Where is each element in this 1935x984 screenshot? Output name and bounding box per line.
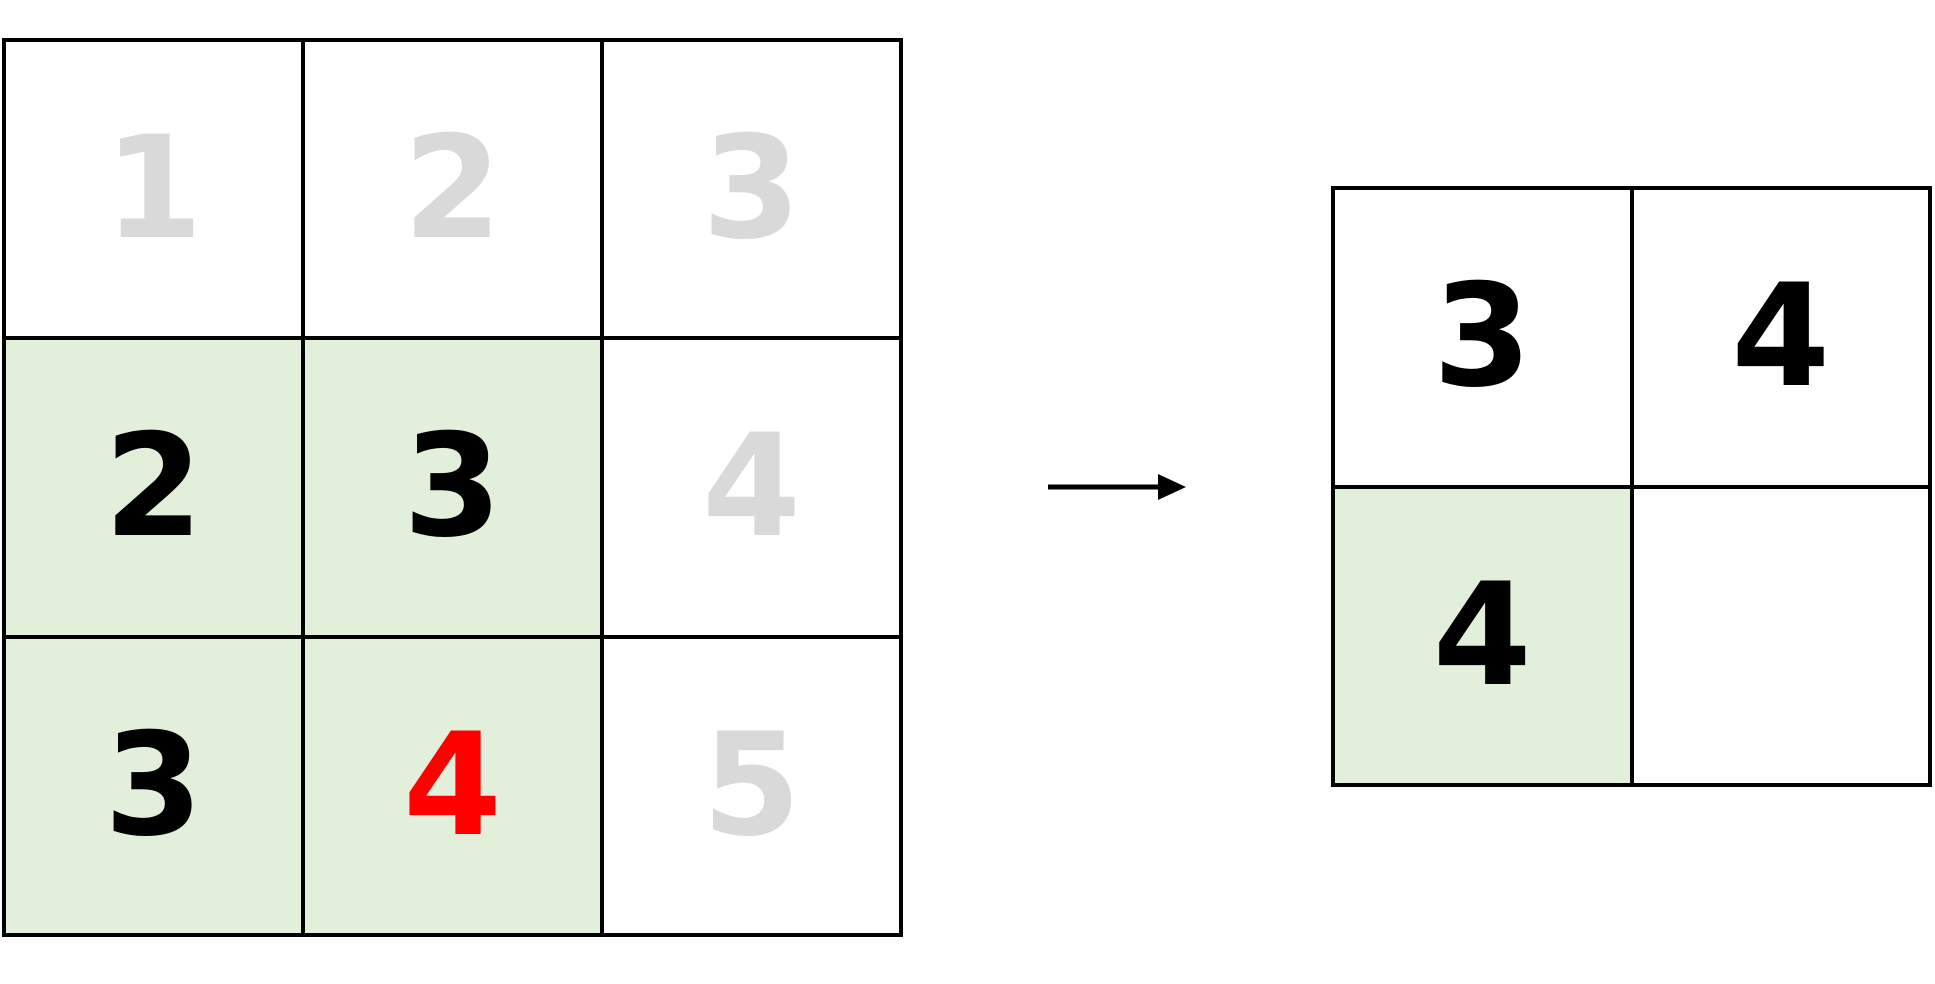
output-cell-r1-c2: 4 [1633,190,1928,485]
output-grid: 3 4 4 [1331,186,1932,787]
input-cell-r2-c3: 4 [604,340,899,635]
input-cell-r3-c3: 5 [604,638,899,933]
input-cell-r1-c3: 3 [604,42,899,337]
output-cell-r1-c1: 3 [1335,190,1630,485]
input-grid: 1 2 3 2 3 4 3 4 5 [2,38,903,937]
input-cell-r2-c1: 2 [6,340,301,635]
input-cell-r1-c2: 2 [305,42,600,337]
output-cell-r2-c1: 4 [1335,488,1630,783]
input-cell-r1-c1: 1 [6,42,301,337]
input-cell-r2-c2: 3 [305,340,600,635]
input-cell-r3-c1: 3 [6,638,301,933]
right-arrow-icon [1048,474,1186,500]
output-cell-r2-c2 [1633,488,1928,783]
input-cell-r3-c2: 4 [305,638,600,933]
